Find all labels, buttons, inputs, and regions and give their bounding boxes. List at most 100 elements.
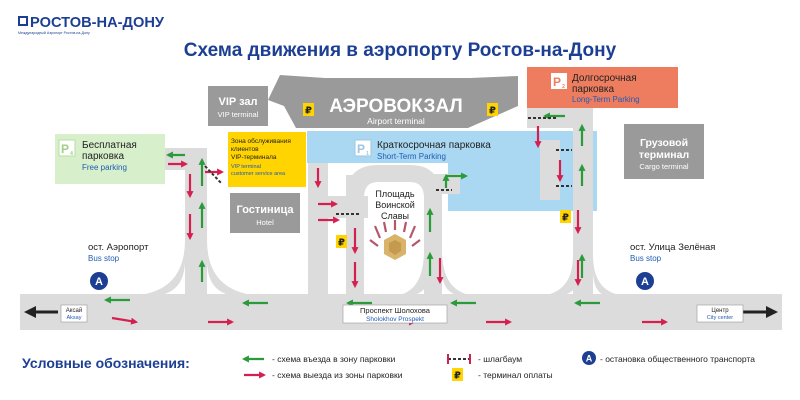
legend-payment-icon <box>452 368 463 381</box>
payment-terminal-icon <box>303 103 314 116</box>
legend-payment-symbol: ₽ <box>454 371 461 382</box>
long-term-parking-name-line-1: Долгосрочная <box>572 73 637 84</box>
entry-arrows <box>103 112 600 307</box>
bus-stop-letter: A <box>641 276 649 288</box>
bus-stop-airport-marker: A <box>90 272 108 290</box>
east-ramp-right <box>442 250 480 296</box>
long-term-parking-sub: Long-Term Parking <box>572 95 640 104</box>
cargo-name-line-1: Грузовой <box>640 137 688 149</box>
east-ramp <box>535 255 580 296</box>
bus-stop-airport-name: ост. Аэропорт <box>88 242 149 253</box>
terminal-name: АЭРОВОКЗАЛ <box>329 96 462 117</box>
hotel-name: Гостиница <box>237 204 295 216</box>
hotel-building <box>230 193 300 233</box>
legend-payment-label: - терминал оплаты <box>478 370 553 380</box>
long-term-parking-badge: P 2 <box>551 73 567 90</box>
logo-name: РОСТОВ-НА-ДОНУ <box>30 14 165 31</box>
free-parking-name-line-2: парковка <box>82 151 124 162</box>
long-term-parking-name-line-2: парковка <box>572 84 614 95</box>
free-parking-badge: P 4 <box>58 139 76 157</box>
payment-terminal-icon <box>336 235 347 248</box>
parking-icon <box>551 73 567 89</box>
free-parking-road <box>165 148 205 170</box>
payment-terminal-icon <box>487 103 498 116</box>
short-term-parking-name: Краткосрочная парковка <box>377 140 491 151</box>
legend-exit-label: - схема выезда из зоны парковки <box>272 370 403 380</box>
west-access-road <box>185 148 207 298</box>
legend-entry-label: - схема въезда в зону парковки <box>272 354 396 364</box>
east-ramp-2 <box>593 255 630 296</box>
payment-terminal-east: ₽ <box>560 210 571 224</box>
square-arch <box>346 165 440 198</box>
parking-badge-letter: P <box>553 75 561 89</box>
bus-stop-icon <box>636 272 654 290</box>
payment-terminal-symbol: ₽ <box>489 106 496 117</box>
parking-icon <box>354 139 372 157</box>
parking-badge-number: 2 <box>562 84 565 90</box>
page-title: Схема движения в аэропорту Ростов-на-Дон… <box>184 40 617 61</box>
cargo-terminal-building <box>624 124 704 179</box>
road-sign-aksay-name: Аксай <box>66 307 82 314</box>
parking-badge-letter: P <box>61 142 69 156</box>
payment-terminal-icon <box>560 210 571 223</box>
legend: Условные обозначения: - схема въезда в з… <box>22 351 755 382</box>
long-term-access-road <box>527 108 593 128</box>
payment-terminal-terminal: ₽ <box>303 103 314 117</box>
legend-bus-stop-letter: A <box>586 354 593 364</box>
airport-logo[interactable]: РОСТОВ-НА-ДОНУ Международный Аэропорт Ро… <box>18 14 165 35</box>
vip-service-label: Зона обслуживания клиентов VIP-терминала <box>231 137 291 161</box>
square-line-2: Воинской <box>375 200 415 210</box>
payment-terminal-symbol: ₽ <box>305 106 312 117</box>
short-term-parking-area-right <box>448 131 597 211</box>
east-ramp-left <box>390 250 430 296</box>
square-line-3: Славы <box>381 211 409 221</box>
monument-icon <box>369 220 421 260</box>
bus-stop-zelenaya-sub: Bus stop <box>630 254 662 263</box>
short-term-parking-badge: P 1 <box>354 139 372 157</box>
bus-stop-icon <box>90 272 108 290</box>
road-sign-box <box>60 304 88 323</box>
cargo-sub: Cargo terminal <box>639 162 689 171</box>
parking-badge-letter: P <box>357 142 365 156</box>
west-ramp-right <box>207 240 268 296</box>
barrier-icon <box>204 165 223 185</box>
bus-stop-letter: A <box>95 276 103 288</box>
barriers <box>204 117 572 215</box>
west-ramp-left <box>125 240 185 296</box>
road-sign-center-sub: City center <box>707 315 733 321</box>
bus-stop-zelenaya-name: ост. Улица Зелёная <box>630 242 715 253</box>
square-line-1: Площадь <box>375 189 414 199</box>
road-sign-prospekt: Проспект Шолохова Sholokhov Prospekt <box>342 304 448 324</box>
vip-name: VIP зал <box>218 96 257 108</box>
legend-title: Условные обозначения: <box>22 355 190 371</box>
road-sign-center-name: Центр <box>711 308 729 314</box>
vip-service-sub-line-1: VIP terminal <box>231 164 261 170</box>
exit-arrow <box>111 316 139 325</box>
terminal-sub: Airport terminal <box>367 116 425 126</box>
road-sign-aksay-sub: Aksay <box>67 315 82 321</box>
payment-terminal-square: ₽ <box>336 235 347 249</box>
monument-base-inner <box>389 240 401 255</box>
parking-badge-number: 1 <box>366 151 369 157</box>
airport-terminal-building <box>268 75 518 128</box>
road-sign-aksay: Аксай Aksay <box>60 304 88 323</box>
bus-stop-zelenaya-marker: A <box>636 272 654 290</box>
vip-service-line-2: клиентов <box>231 146 259 153</box>
hotel-sub: Hotel <box>256 218 274 227</box>
road-sign-center: Центр City center <box>696 304 744 323</box>
vip-service-line-1: Зона обслуживания <box>231 137 291 145</box>
legend-bus-stop-icon <box>582 351 596 365</box>
payment-terminal-symbol: ₽ <box>338 238 345 249</box>
road-sign-box <box>342 304 448 324</box>
vip-service-area <box>228 132 306 187</box>
legend-bus-stop-label: - остановка общественного транспорта <box>600 354 755 364</box>
logo-subtitle: Международный Аэропорт Ростов-на-Дону <box>18 31 90 35</box>
short-term-parking-sub: Short-Term Parking <box>377 152 446 161</box>
road-sign-box <box>696 304 744 323</box>
payment-terminal-terminal-east: ₽ <box>487 103 498 117</box>
road-sign-prospekt-name: Проспект Шолохова <box>360 306 431 315</box>
bus-stop-airport-sub: Bus stop <box>88 254 120 263</box>
legend-barrier-label: - шлагбаум <box>478 354 522 364</box>
